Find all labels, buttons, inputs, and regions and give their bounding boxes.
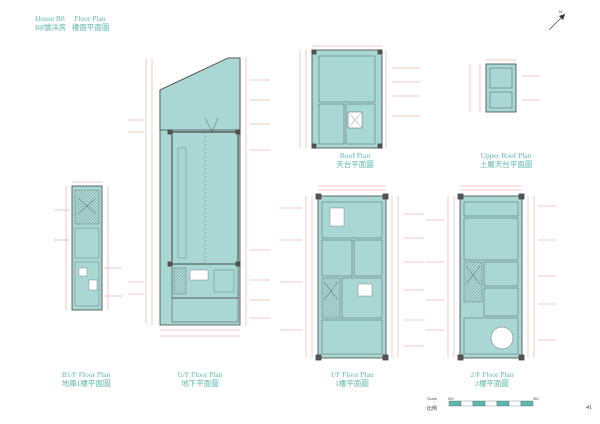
svg-text:N: N	[559, 9, 562, 14]
house-label: House B8	[35, 14, 65, 23]
roof-plan-dimensions	[299, 45, 420, 148]
plan-title-en: 2/F Floor Plan	[470, 370, 514, 379]
plan-title-en: Upper Roof Plan	[480, 151, 532, 160]
upper-roof-plan-title: Upper Roof Plan 上層天台平面圖	[466, 151, 546, 169]
scale-label-cn: 比例	[427, 406, 438, 412]
plan-title-cn: 地庫1樓平面圖	[61, 379, 111, 388]
scale-end: 5M	[533, 396, 539, 401]
scale: Scale 比例 0M 5M	[427, 396, 557, 416]
b1f-plan	[71, 185, 103, 311]
plan-title-en: G/F Floor Plan	[177, 370, 223, 379]
gf-plan-title: G/F Floor Plan 地下平面圖	[160, 370, 240, 388]
house-label-cn: B8號洋房	[35, 23, 67, 32]
1f-plan	[315, 193, 389, 361]
1f-plan-title: 1/F Floor Plan 1樓平面圖	[312, 370, 392, 388]
floor-plan-label-cn: 樓面平面圖	[71, 23, 110, 32]
plan-title-cn: 上層天台平面圖	[479, 160, 533, 169]
page-number: 41	[586, 405, 592, 411]
scale-label: Scale	[427, 396, 438, 401]
plan-title-cn: 1樓平面圖	[335, 379, 369, 388]
scale-start: 0M	[448, 396, 454, 401]
plan-title-en: Roof Plan	[339, 151, 371, 160]
north-arrow-icon: N	[548, 9, 566, 31]
2f-plan-title: 2/F Floor Plan 2樓平面圖	[452, 370, 532, 388]
plan-title-cn: 天台平面圖	[336, 160, 374, 169]
plan-title-cn: 2樓平面圖	[475, 379, 509, 388]
scale-bar	[448, 400, 534, 407]
upper-roof-plan	[485, 63, 517, 113]
house-title: House B8 Floor Plan B8號洋房 樓面平面圖	[35, 14, 109, 32]
plan-title-en: B1/F Floor Plan	[61, 370, 111, 379]
gf-plan	[159, 57, 241, 326]
plan-title-cn: 地下平面圖	[181, 379, 219, 388]
roof-plan-title: Roof Plan 天台平面圖	[318, 151, 392, 169]
b1f-plan-title: B1/F Floor Plan 地庫1樓平面圖	[46, 370, 126, 388]
floor-plan-label: Floor Plan	[74, 14, 106, 23]
plan-title-en: 1/F Floor Plan	[330, 370, 374, 379]
gf-plan-dimensions	[128, 58, 270, 337]
2f-plan	[457, 193, 525, 361]
roof-plan	[311, 49, 383, 149]
